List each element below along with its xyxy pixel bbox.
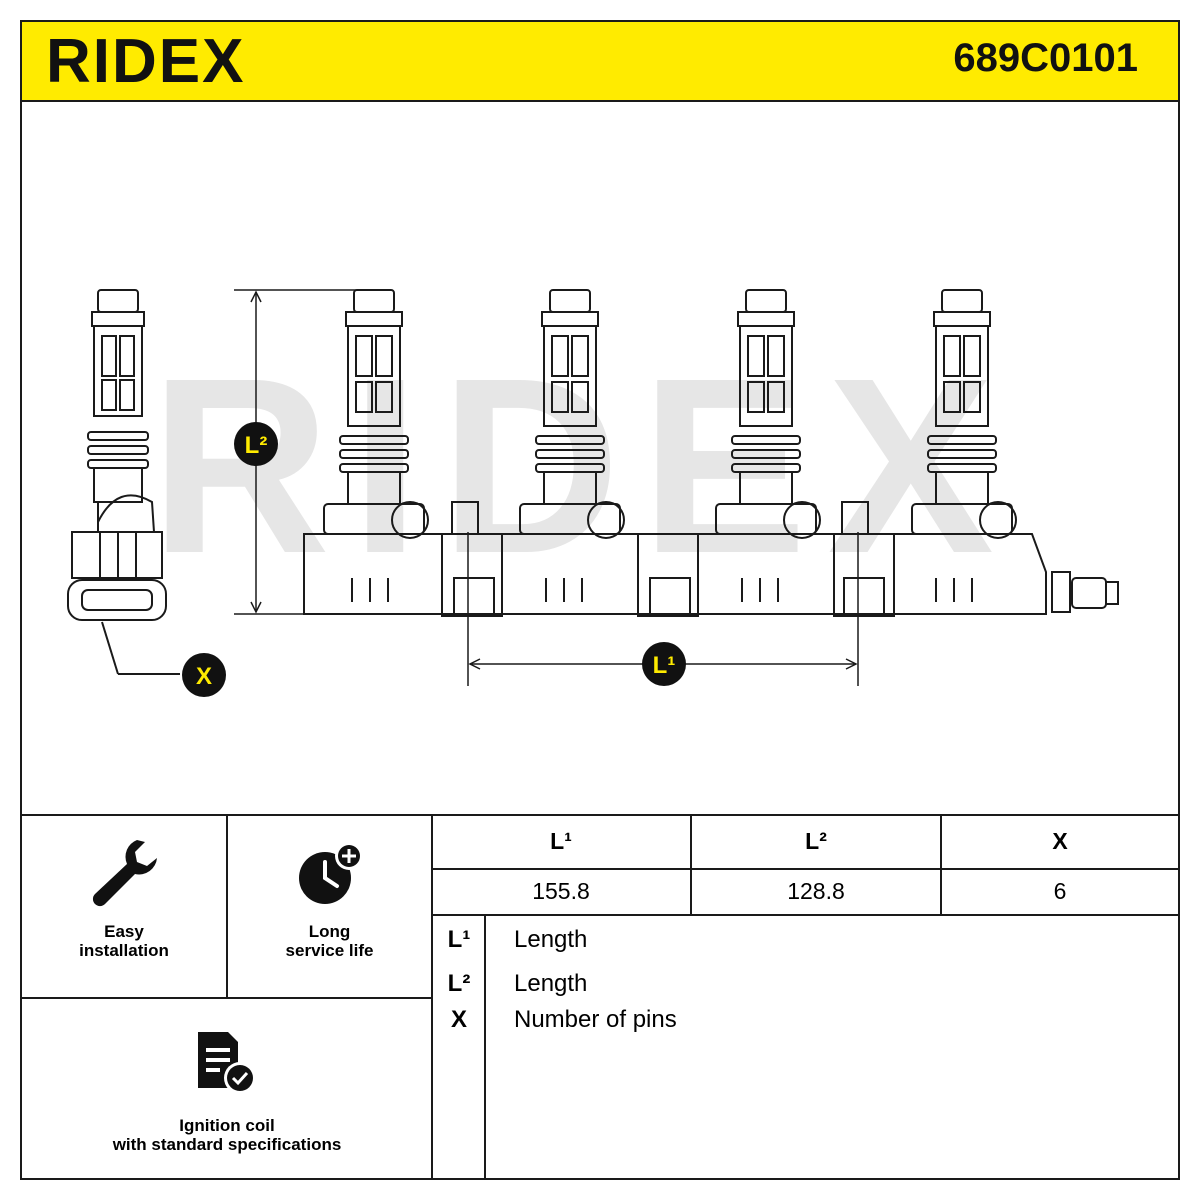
divider-spec-col-1 xyxy=(690,816,692,916)
dim-badge-l2: L² xyxy=(234,422,278,466)
coil-towers xyxy=(323,289,1017,539)
dim-label-x: X xyxy=(196,663,212,690)
coil-tower-2 xyxy=(519,289,625,539)
feature-standard-specifications: Ignition coil with standard specificatio… xyxy=(22,1028,432,1154)
coil-rail xyxy=(303,501,1119,617)
spec-value-l2: 128.8 xyxy=(787,878,845,904)
divider-legend xyxy=(484,916,486,1178)
part-number: 689C0101 xyxy=(953,36,1138,80)
ridex-logo: RIDEX xyxy=(46,27,245,94)
dim-label-l2: L² xyxy=(245,432,268,459)
feature-label-line2: installation xyxy=(79,941,169,960)
feature-long-service-life: Long service life xyxy=(228,838,431,960)
technical-drawing: RIDEX xyxy=(22,102,1178,814)
coil-drawing-svg: RIDEX xyxy=(67,289,1119,697)
document-check-icon xyxy=(198,1032,256,1094)
divider-drawing-bottom xyxy=(22,814,1178,816)
legend-desc-l2: Length xyxy=(514,970,588,997)
dim-badge-l1: L¹ xyxy=(642,642,686,686)
feature-label-line1: Ignition coil xyxy=(179,1116,275,1135)
feature-label-line1: Easy xyxy=(104,922,144,941)
spec-sheet: RIDEX 689C0101 RIDEX xyxy=(20,20,1180,1180)
watermark-text: RIDEX xyxy=(150,326,1014,605)
side-view-coil xyxy=(67,289,180,675)
divider-spec-header xyxy=(432,868,1178,870)
wrench-icon xyxy=(92,840,157,907)
header-bar: RIDEX 689C0101 xyxy=(22,22,1178,102)
divider-features-specs xyxy=(431,816,433,1178)
brand-text: RIDEX xyxy=(46,27,245,94)
coil-tower-1 xyxy=(323,289,429,539)
legend-key-l2: L² xyxy=(447,970,471,997)
legend-key-l1: L¹ xyxy=(447,926,471,953)
legend-desc-l1: Length xyxy=(514,926,588,953)
dim-badge-x: X xyxy=(182,653,226,697)
spec-header-l1: L¹ xyxy=(550,828,572,854)
divider-spec-col-2 xyxy=(940,816,942,916)
legend-desc-x: Number of pins xyxy=(514,1006,677,1033)
coil-tower-3 xyxy=(715,289,821,539)
feature-label-line2: service life xyxy=(285,941,374,960)
legend-key-x: X xyxy=(450,1006,467,1033)
divider-spec-values xyxy=(432,914,1178,916)
divider-features-row xyxy=(22,997,432,999)
feature-label-line1: Long xyxy=(308,922,351,941)
feature-label-line2: with standard specifications xyxy=(112,1135,342,1154)
coil-tower-4 xyxy=(911,289,1017,539)
dim-label-l1: L¹ xyxy=(653,652,676,679)
clock-plus-icon xyxy=(298,842,363,904)
feature-easy-installation: Easy installation xyxy=(22,836,226,960)
divider-features-1 xyxy=(226,816,228,998)
spec-header-l2: L² xyxy=(805,828,827,854)
spec-value-x: 6 xyxy=(1053,878,1067,904)
spec-value-l1: 155.8 xyxy=(532,878,590,904)
spec-header-x: X xyxy=(1052,828,1068,854)
